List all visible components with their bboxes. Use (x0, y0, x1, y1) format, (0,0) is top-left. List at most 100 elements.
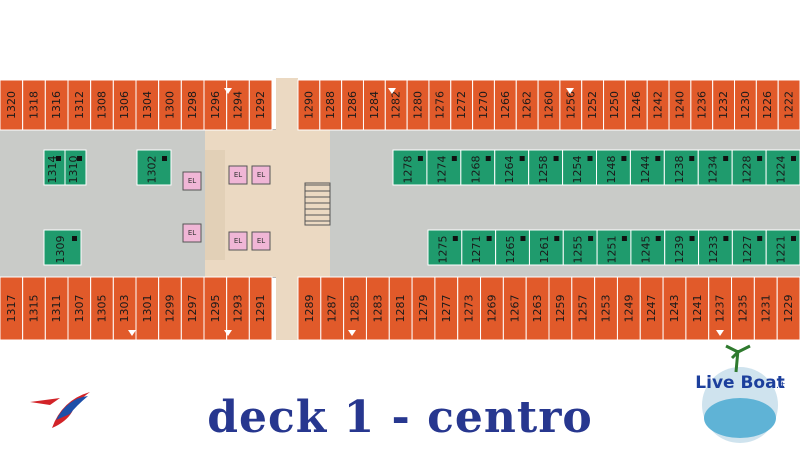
bed-marker-icon (655, 156, 661, 161)
bed-marker-icon (519, 156, 525, 161)
cabin-1315: 1315 (22, 276, 46, 341)
elevator-label: EL (257, 237, 265, 245)
cabin-1286: 1286 (341, 79, 364, 131)
bed-marker-icon (689, 236, 695, 241)
cabin-number: 1292 (254, 91, 267, 119)
cabin-number: 1224 (775, 156, 788, 184)
cabin-number: 1300 (164, 91, 177, 119)
cabin-number: 1246 (630, 91, 643, 119)
cabin-number: 1299 (164, 295, 177, 323)
cabin-number: 1297 (186, 295, 199, 323)
cabin-box (392, 149, 428, 186)
cabin-number: 1316 (50, 91, 63, 119)
cabin-box (697, 149, 733, 186)
door-marker-icon (128, 330, 136, 336)
bed-marker-icon (723, 156, 729, 161)
bed-marker-icon (621, 156, 627, 161)
cabin-number: 1286 (346, 91, 359, 119)
cabin-1238: 1238 (663, 149, 699, 186)
cabin-number: 1267 (508, 295, 521, 323)
cabin-number: 1268 (469, 156, 482, 184)
cabin-box (528, 229, 564, 266)
bed-marker-icon (791, 156, 796, 161)
cabin-number: 1282 (390, 91, 403, 119)
cabin-number: 1295 (209, 295, 222, 323)
cabin-number: 1241 (691, 295, 704, 323)
cabin-box (461, 229, 497, 266)
cabin-1236: 1236 (690, 79, 714, 131)
cabin-1252: 1252 (581, 79, 605, 131)
cabin-box (765, 149, 800, 186)
cabin-1265: 1265 (495, 229, 530, 266)
cabin-1300: 1300 (158, 79, 182, 131)
cabin-box (43, 229, 82, 266)
bed-marker-icon (72, 236, 77, 241)
cabin-number: 1227 (741, 236, 754, 264)
cabin-number: 1255 (572, 236, 585, 264)
elevator-box (228, 165, 248, 185)
cabin-1243: 1243 (662, 276, 687, 341)
cabin-1279: 1279 (411, 276, 436, 341)
cabin-number: 1259 (554, 295, 567, 323)
cabin-1241: 1241 (685, 276, 710, 341)
cabin-box (596, 229, 632, 266)
cabin-number: 1248 (605, 156, 618, 184)
cabin-1318: 1318 (22, 79, 46, 131)
door-marker-icon (348, 330, 356, 336)
cabin-number: 1235 (736, 295, 749, 323)
cabin-box (629, 149, 665, 186)
cabin-number: 1309 (54, 236, 67, 264)
door-marker-icon (716, 330, 724, 336)
cabin-1272: 1272 (450, 79, 474, 131)
cabin-box (460, 149, 496, 186)
cabin-number: 1231 (759, 295, 772, 323)
bed-marker-icon (587, 156, 593, 161)
elevator: EL (182, 223, 202, 243)
cabin-1301: 1301 (135, 276, 160, 341)
cabin-number: 1237 (714, 295, 727, 323)
cabin-number: 1251 (606, 236, 619, 264)
cabin-1269: 1269 (480, 276, 504, 341)
cabin-number: 1277 (440, 295, 453, 323)
cabin-1261: 1261 (528, 229, 564, 266)
elevator: EL (228, 231, 248, 251)
cabin-number: 1291 (254, 295, 267, 323)
cabin-number: 1264 (503, 156, 516, 184)
cabin-1246: 1246 (624, 79, 648, 131)
cabin-1295: 1295 (203, 276, 228, 341)
cabin-box (136, 149, 172, 186)
cabin-number: 1317 (5, 295, 18, 323)
cabin-number: 1228 (741, 156, 754, 184)
cabin-box (596, 149, 631, 186)
elevator-box (251, 165, 271, 185)
cabin-1317: 1317 (0, 276, 24, 341)
cabin-number: 1272 (455, 91, 468, 119)
bed-marker-icon (486, 236, 492, 241)
cabin-number: 1273 (463, 295, 476, 323)
cabin-number: 1266 (499, 91, 512, 119)
cabin-number: 1222 (783, 91, 796, 119)
cabin-1244: 1244 (629, 149, 665, 186)
cabin-number: 1284 (368, 91, 381, 119)
cabin-number: 1280 (412, 91, 425, 119)
door-marker-icon (224, 330, 232, 336)
cabin-number: 1307 (73, 295, 86, 323)
cabin-1228: 1228 (731, 149, 767, 186)
cabin-number: 1234 (707, 156, 720, 184)
cabin-number: 1269 (485, 295, 498, 323)
elevator-box (182, 223, 202, 243)
cabin-1277: 1277 (434, 276, 459, 341)
sea-icon (704, 398, 776, 438)
cabin-1290: 1290 (297, 79, 321, 131)
cabin-number: 1270 (477, 91, 490, 119)
cabin-1285: 1285 (343, 276, 367, 341)
elevator-label: EL (234, 171, 242, 179)
cabin-number: 1281 (394, 295, 407, 323)
cabin-box (562, 229, 598, 266)
cabin-1297: 1297 (180, 276, 205, 341)
cabin-1227: 1227 (731, 229, 767, 266)
cabin-1302: 1302 (136, 149, 172, 186)
cabin-1259: 1259 (548, 276, 573, 341)
